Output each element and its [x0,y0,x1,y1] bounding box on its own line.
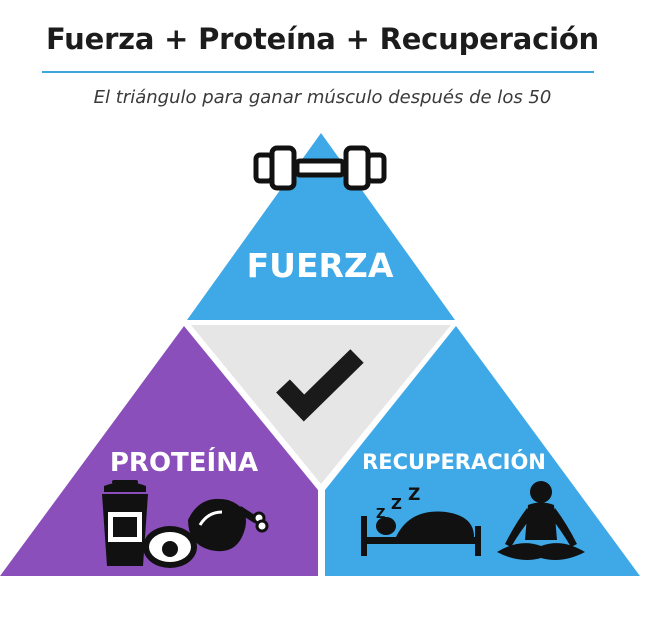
svg-text:Z: Z [376,507,385,522]
svg-text:Z: Z [408,485,420,505]
protein-shaker-icon [102,480,148,566]
avocado-icon [143,526,197,568]
proteina-label: PROTEÍNA [110,446,258,478]
sleeping-bed-icon: Z Z Z [361,485,481,556]
recuperacion-triangle [325,326,640,576]
checkmark-icon [276,349,364,422]
chicken-leg-icon [188,498,269,552]
fuerza-label: FUERZA [247,246,394,285]
page-title: Fuerza + Proteína + Recuperación [45,22,599,56]
svg-text:Z: Z [391,495,402,513]
meditation-icon [497,481,585,560]
dumbbell-icon [253,145,387,191]
recuperacion-label: RECUPERACIÓN [362,449,546,474]
page-subtitle: El triángulo para ganar músculo después … [93,87,552,108]
title-divider [42,71,594,73]
fuerza-triangle [187,133,455,320]
